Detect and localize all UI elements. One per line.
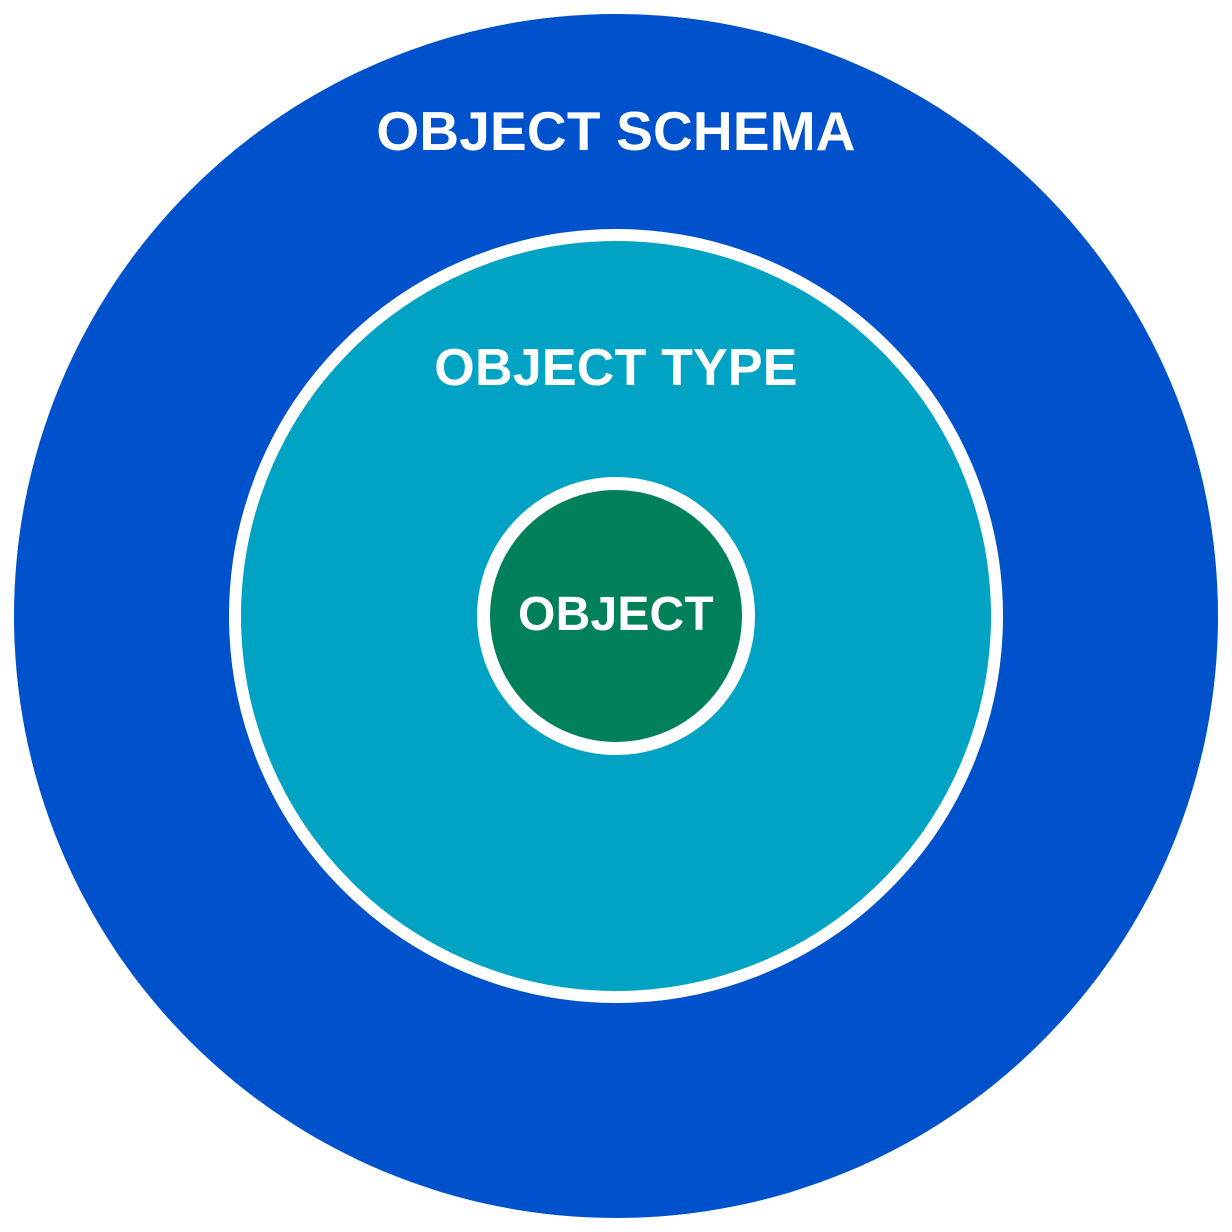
object-schema-label: OBJECT SCHEMA [376, 100, 856, 162]
object-type-label: OBJECT TYPE [434, 339, 798, 397]
object-label: OBJECT [518, 588, 714, 641]
